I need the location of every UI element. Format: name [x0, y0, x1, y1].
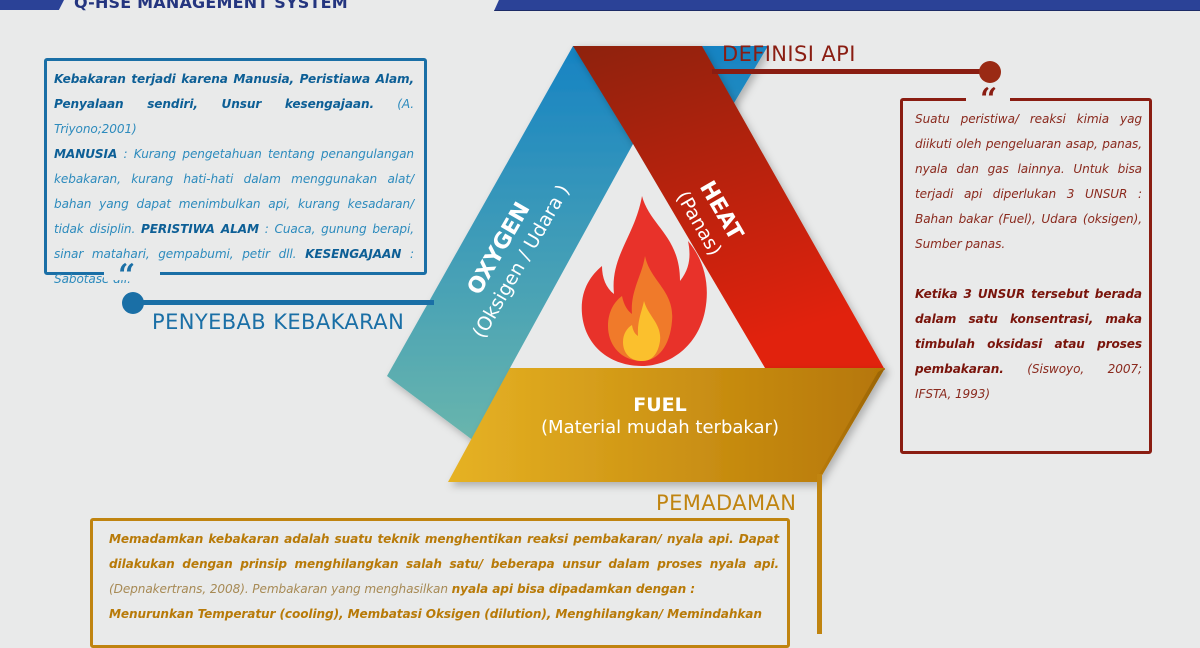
penyebab-text: Kebakaran terjadi karena Manusia, Perist…	[54, 67, 414, 292]
definisi-ref: (Siswoyo, 2007; IFSTA, 1993)	[915, 362, 1142, 401]
alam-text: : Cuaca, gunung berapi, sinar matahari, …	[54, 222, 415, 261]
pemadaman-connector	[817, 474, 822, 634]
pemadaman-text: Memadamkan kebakaran adalah suatu teknik…	[109, 527, 779, 627]
penyebab-connector-dot	[122, 292, 144, 314]
definisi-connector-dot	[979, 61, 1001, 83]
penyebab-box: Kebakaran terjadi karena Manusia, Perist…	[44, 58, 427, 286]
manusia-label: MANUSIA	[54, 147, 118, 161]
pemadaman-heading: PEMADAMAN	[656, 491, 797, 515]
penyebab-heading: PENYEBAB KEBAKARAN	[152, 310, 405, 334]
fuel-label: FUEL (Material mudah terbakar)	[520, 394, 800, 440]
header-bar-left	[0, 0, 64, 10]
kesengajaan-label: KESENGAJAAN	[305, 247, 402, 261]
manusia-text: : Kurang pengetahuan tentang penangulang…	[54, 147, 414, 236]
quote-icon: “	[118, 258, 136, 293]
pemadaman-p1: Memadamkan kebakaran adalah suatu teknik…	[109, 532, 779, 571]
definisi-p1: Suatu peristiwa/ reaksi kimia yag diikut…	[915, 112, 1142, 251]
header-bar-right	[494, 0, 1200, 11]
pemadaman-p1b: nyala api bisa dipadamkan dengan :	[451, 582, 695, 596]
penyebab-ref: (A. Triyono;2001)	[54, 97, 415, 136]
fire-triangle-diagram	[387, 46, 885, 482]
penyebab-intro: Kebakaran terjadi karena Manusia, Perist…	[54, 72, 414, 111]
pemadaman-box: Memadamkan kebakaran adalah suatu teknik…	[90, 518, 790, 648]
pemadaman-methods: Menurunkan Temperatur (cooling), Membata…	[109, 607, 762, 621]
definisi-text: Suatu peristiwa/ reaksi kimia yag diikut…	[915, 107, 1142, 407]
heat-band	[573, 46, 885, 370]
header-title: Q-HSE MANAGEMENT SYSTEM	[74, 0, 348, 12]
fire-icon	[581, 196, 707, 366]
fuel-title: FUEL	[633, 394, 687, 416]
alam-label: PERISTIWA ALAM	[140, 222, 259, 236]
quote-icon: “	[980, 82, 998, 117]
definisi-heading: DEFINISI API	[722, 42, 856, 66]
definisi-connector	[712, 69, 992, 74]
definisi-box: Suatu peristiwa/ reaksi kimia yag diikut…	[900, 98, 1152, 454]
penyebab-connector	[134, 300, 434, 305]
fuel-subtitle: (Material mudah terbakar)	[541, 417, 779, 438]
fuel-band	[448, 368, 885, 482]
definisi-p2: Ketika 3 UNSUR tersebut berada dalam sat…	[915, 287, 1142, 376]
pemadaman-ref: (Depnakertrans, 2008). Pembakaran yang m…	[109, 582, 452, 596]
